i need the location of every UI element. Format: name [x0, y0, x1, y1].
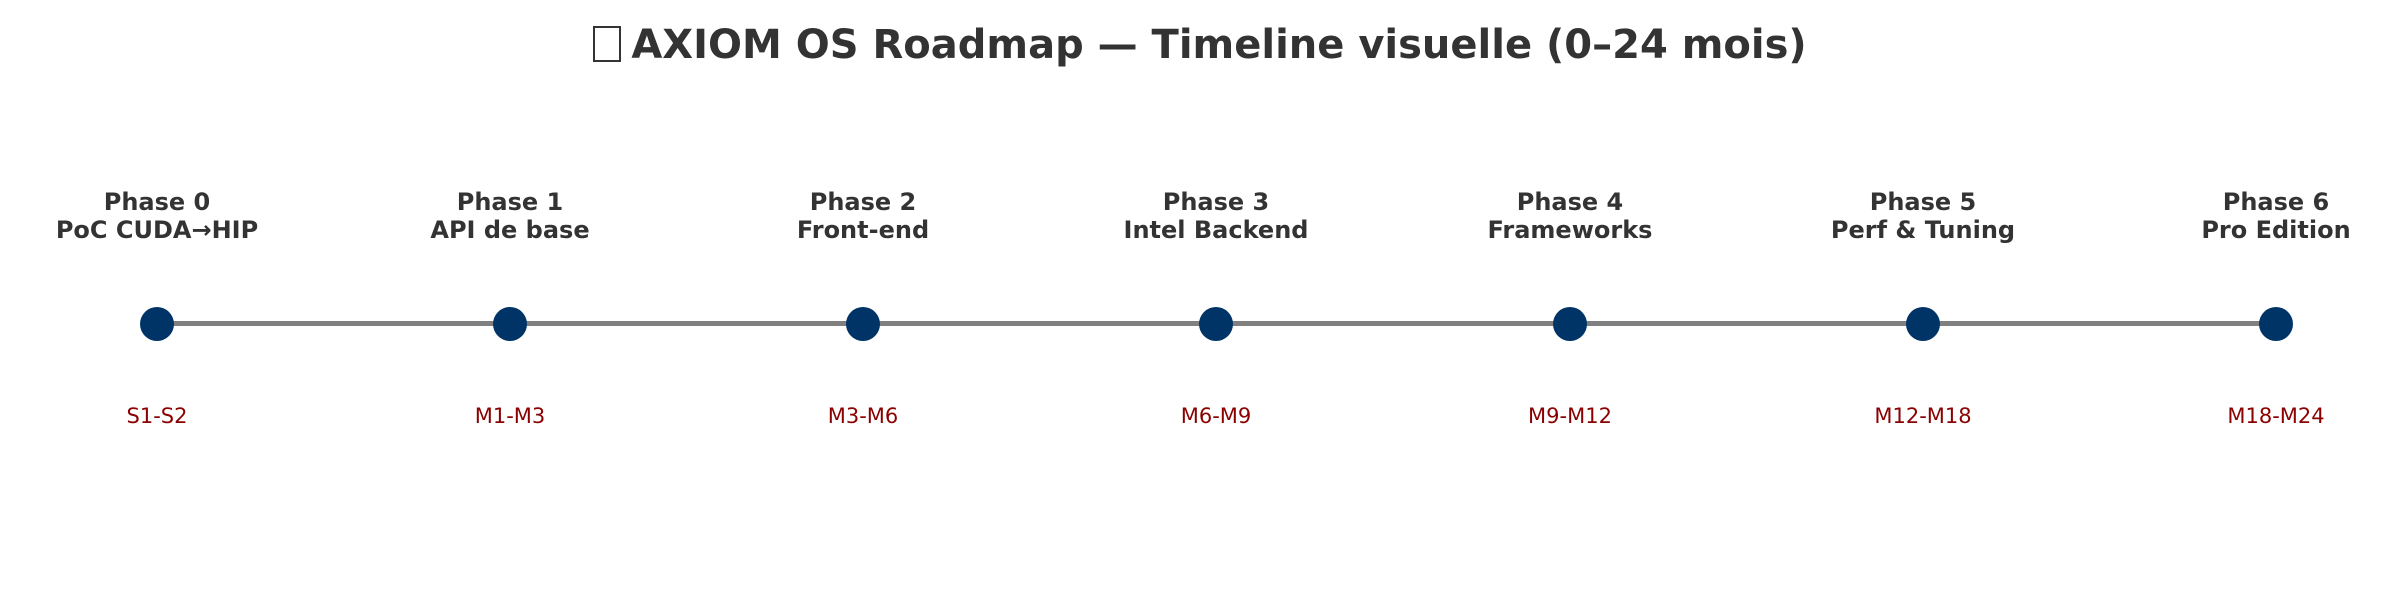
phase-period: M3-M6: [827, 404, 899, 428]
phase-subtitle: Frameworks: [1487, 216, 1653, 244]
phase-title: Phase 3: [1162, 188, 1270, 216]
phase-period: M18-M24: [2227, 404, 2325, 428]
milestone-dot: [493, 307, 527, 341]
phase-period: M9-M12: [1528, 404, 1612, 428]
phase-title: Phase 5: [1869, 188, 1977, 216]
phase-subtitle: Intel Backend: [1123, 216, 1309, 244]
phase-subtitle: Perf & Tuning: [1830, 216, 2016, 244]
milestone-dot: [140, 307, 174, 341]
milestone-dot: [846, 307, 880, 341]
phase-title: Phase 4: [1516, 188, 1624, 216]
milestone-phase-5: Phase 5 Perf & Tuning M12-M18: [1753, 0, 2093, 600]
phase-subtitle: PoC CUDA→HIP: [55, 216, 259, 244]
milestone-phase-2: Phase 2 Front-end M3-M6: [693, 0, 1033, 600]
phase-period: S1-S2: [126, 404, 188, 428]
milestone-dot: [1906, 307, 1940, 341]
chart-title: AXIOM OS Roadmap — Timeline visuelle (0–…: [0, 22, 2400, 68]
missing-glyph-icon: [593, 26, 622, 62]
phase-subtitle: Pro Edition: [2201, 216, 2351, 244]
phase-title: Phase 2: [809, 188, 917, 216]
chart-title-text: AXIOM OS Roadmap — Timeline visuelle (0–…: [631, 22, 1807, 68]
milestone-phase-1: Phase 1 API de base M1-M3: [340, 0, 680, 600]
phase-title: Phase 0: [103, 188, 211, 216]
milestone-dot: [1199, 307, 1233, 341]
phase-title: Phase 6: [2222, 188, 2330, 216]
phase-title: Phase 1: [456, 188, 564, 216]
milestone-phase-3: Phase 3 Intel Backend M6-M9: [1046, 0, 1386, 600]
phase-subtitle: API de base: [430, 216, 590, 244]
milestone-phase-0: Phase 0 PoC CUDA→HIP S1-S2: [0, 0, 327, 600]
milestone-phase-4: Phase 4 Frameworks M9-M12: [1400, 0, 1740, 600]
phase-subtitle: Front-end: [796, 216, 930, 244]
milestone-phase-6: Phase 6 Pro Edition M18-M24: [2106, 0, 2400, 600]
phase-period: M12-M18: [1874, 404, 1972, 428]
phase-period: M6-M9: [1180, 404, 1252, 428]
milestone-dot: [2259, 307, 2293, 341]
milestone-dot: [1553, 307, 1587, 341]
phase-period: M1-M3: [474, 404, 546, 428]
